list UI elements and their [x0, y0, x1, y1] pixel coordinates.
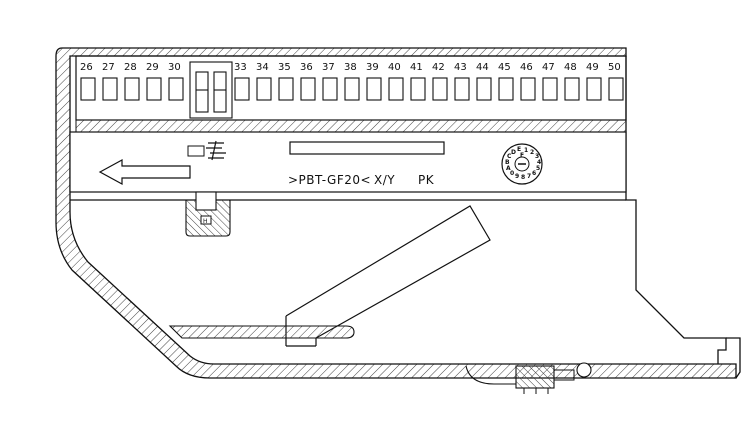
- terminal-opening: [498, 77, 514, 101]
- inner-support-bar: [168, 325, 355, 339]
- terminal-number: 28: [124, 62, 137, 73]
- terminal-opening: [80, 77, 96, 101]
- terminal-number: 44: [476, 62, 489, 73]
- dial-digit: F: [520, 152, 524, 159]
- rail-clip[interactable]: [465, 362, 592, 394]
- rotary-address-switch[interactable]: 1 2 3 4 5 6 7 8 9 0 A B C D E F: [501, 143, 543, 185]
- release-tab-mark: H: [203, 218, 208, 225]
- terminal-opening: [102, 77, 118, 101]
- dial-digit: 5: [536, 165, 540, 172]
- terminal-number: 49: [586, 62, 599, 73]
- arrow-left-icon: [98, 158, 191, 186]
- terminal-number: 39: [366, 62, 379, 73]
- terminal-number: 47: [542, 62, 555, 73]
- terminal-number: 36: [300, 62, 313, 73]
- terminal-opening: [300, 77, 316, 101]
- led-window: [187, 145, 205, 157]
- dial-digit: 4: [537, 159, 541, 166]
- terminal-openings: [80, 77, 624, 101]
- rail-hook: [726, 337, 741, 379]
- terminal-number: 35: [278, 62, 291, 73]
- connector-latch: [189, 61, 233, 119]
- dial-digit: 2: [530, 149, 534, 156]
- dial-digit: 1: [524, 147, 528, 154]
- terminal-number: 34: [256, 62, 269, 73]
- terminal-number: 33: [234, 62, 247, 73]
- terminal-opening: [256, 77, 272, 101]
- dial-digit: A: [506, 165, 511, 172]
- housing-outer-wall: [55, 47, 737, 379]
- dial-digit: 7: [527, 173, 531, 180]
- terminal-opening: [124, 77, 140, 101]
- dial-digit: B: [505, 159, 510, 166]
- terminal-number: 45: [498, 62, 511, 73]
- terminal-opening: [520, 77, 536, 101]
- dial-digit: C: [507, 153, 512, 160]
- terminal-opening: [344, 77, 360, 101]
- code-label: PK: [418, 173, 435, 187]
- terminal-opening: [410, 77, 426, 101]
- terminal-number: 40: [388, 62, 401, 73]
- housing-right-outline: [625, 56, 727, 364]
- release-tab[interactable]: H: [185, 191, 231, 237]
- terminal-opening: [168, 77, 184, 101]
- terminal-number: 26: [80, 62, 93, 73]
- terminal-number: 48: [564, 62, 577, 73]
- dial-digit: 9: [515, 173, 519, 180]
- terminal-opening: [388, 77, 404, 101]
- terminal-opening: [278, 77, 294, 101]
- terminal-opening: [608, 77, 624, 101]
- terminal-number: 41: [410, 62, 423, 73]
- terminal-opening: [432, 77, 448, 101]
- terminal-base-band: [75, 119, 627, 133]
- terminal-number: 50: [608, 62, 621, 73]
- dial-digit: 0: [510, 170, 514, 177]
- dial-digit: 3: [535, 153, 539, 160]
- terminal-opening: [586, 77, 602, 101]
- dial-digit: 6: [532, 170, 536, 177]
- dial-digit: E: [517, 146, 521, 153]
- terminal-opening: [542, 77, 558, 101]
- terminal-number: 27: [102, 62, 115, 73]
- terminal-number: 29: [146, 62, 159, 73]
- terminal-number: 37: [322, 62, 335, 73]
- dial-digits: 1 2 3 4 5 6 7 8 9 0 A B C D E F: [505, 146, 541, 181]
- internal-strut: [285, 205, 491, 347]
- dial-digit: 8: [521, 174, 525, 181]
- axis-label: X/Y: [374, 173, 395, 187]
- terminal-number: 43: [454, 62, 467, 73]
- dial-digit: D: [511, 149, 516, 156]
- marking-label-field: [289, 141, 445, 155]
- terminal-number: 46: [520, 62, 533, 73]
- terminal-opening: [476, 77, 492, 101]
- manufacturer-logo-icon: [206, 140, 226, 161]
- terminal-number: 38: [344, 62, 357, 73]
- terminal-number: 42: [432, 62, 445, 73]
- terminal-opening: [564, 77, 580, 101]
- terminal-opening: [366, 77, 382, 101]
- module-material-label: >PBT-GF20<: [288, 173, 371, 187]
- terminal-labels: 26 27 28 29 30 33 34 35 36 37 38 39 40 4…: [80, 62, 621, 73]
- terminal-opening: [146, 77, 162, 101]
- terminal-opening: [454, 77, 470, 101]
- terminal-number: 30: [168, 62, 181, 73]
- terminal-opening: [234, 77, 250, 101]
- terminal-opening: [322, 77, 338, 101]
